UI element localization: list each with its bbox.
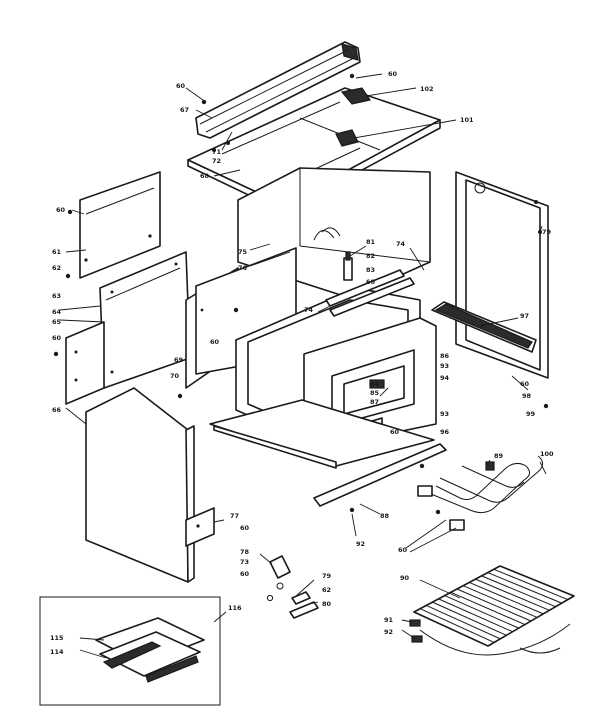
callout-78: 78 <box>240 548 250 556</box>
callout-61: 61 <box>52 248 62 256</box>
callout-71: 71 <box>212 148 222 156</box>
rack-wire <box>419 608 495 643</box>
bake-element-part <box>417 455 544 531</box>
callout-68: 68 <box>200 172 210 180</box>
callout-60-k: 60 <box>240 570 250 578</box>
callout-79-b: 79 <box>322 572 332 580</box>
rack-wire <box>493 568 569 601</box>
callout-60-i: 60 <box>240 524 250 532</box>
top-front-trim-part <box>195 41 361 139</box>
callout-102: 102 <box>420 85 434 93</box>
callout-60-e: 60 <box>210 338 220 346</box>
callout-76: 76 <box>238 264 248 272</box>
callout-67: 67 <box>180 106 189 114</box>
callout-80: 80 <box>322 600 332 608</box>
callout-79-a: 79 <box>542 228 552 236</box>
rack-wire <box>481 575 556 608</box>
callout-72: 72 <box>212 157 221 165</box>
callout-90: 90 <box>400 574 410 582</box>
callout-77: 77 <box>230 512 239 520</box>
rack-wire <box>450 591 526 626</box>
callout-60-c: 60 <box>56 206 66 214</box>
rack-clip-part <box>409 619 423 643</box>
callout-81: 81 <box>366 238 376 246</box>
callout-116: 116 <box>228 604 242 612</box>
rack-wire <box>487 572 562 604</box>
callout-62-b: 62 <box>322 586 331 594</box>
callout-94: 94 <box>440 374 450 382</box>
callout-64: 64 <box>52 308 62 316</box>
callout-60-f: 60 <box>366 278 376 286</box>
callout-91: 91 <box>384 616 394 624</box>
callout-74-b: 74 <box>304 306 314 314</box>
callout-83: 83 <box>366 266 375 274</box>
callout-65: 65 <box>52 318 62 326</box>
callout-60-d: 60 <box>52 334 62 342</box>
callout-99: 99 <box>526 410 536 418</box>
callout-74-a: 74 <box>396 240 406 248</box>
rack-wire <box>456 588 532 622</box>
callout-89: 89 <box>494 452 504 460</box>
callout-101: 101 <box>460 116 474 124</box>
callout-70: 70 <box>170 372 180 380</box>
callout-98: 98 <box>522 392 532 400</box>
callout-115: 115 <box>50 634 64 642</box>
rack-wire <box>462 585 538 618</box>
callout-96: 96 <box>440 428 450 436</box>
rack-wire <box>469 581 544 615</box>
rack-wire <box>438 598 513 633</box>
rack-wire <box>444 595 519 629</box>
lower-shield-part <box>313 443 447 507</box>
callout-92-b: 92 <box>384 628 393 636</box>
callout-100: 100 <box>540 450 554 458</box>
front-side-panel-part <box>85 387 195 583</box>
rack-wire <box>426 604 501 640</box>
inset-box <box>39 596 221 706</box>
callout-82: 82 <box>366 252 375 260</box>
callout-60-a: 60 <box>176 82 186 90</box>
screws <box>53 73 549 515</box>
callout-84: 84 <box>370 380 380 388</box>
callout-60-j: 60 <box>398 546 408 554</box>
left-front-bracket-part <box>65 321 105 405</box>
left-side-panel-part <box>79 171 161 279</box>
callout-60-g: 60 <box>390 428 400 436</box>
callout-85: 85 <box>370 389 380 397</box>
callout-60-h: 60 <box>520 380 530 388</box>
callout-labels: 60 67 71 72 68 60 102 101 60 61 62 63 64… <box>50 70 554 656</box>
callout-92-a: 92 <box>356 540 365 548</box>
callout-60-b: 60 <box>388 70 398 78</box>
rack-wire <box>432 601 507 636</box>
callout-86: 86 <box>440 352 450 360</box>
callout-97: 97 <box>520 312 529 320</box>
callout-88: 88 <box>380 512 390 520</box>
callout-66: 66 <box>52 406 62 414</box>
left-insulation-panel-part <box>99 251 191 389</box>
callout-93-b: 93 <box>440 410 449 418</box>
callout-62: 62 <box>52 264 61 272</box>
thermostat-bulb-part <box>325 251 415 317</box>
rack-wire <box>475 578 550 611</box>
hinge-parts <box>266 555 319 619</box>
callout-69: 69 <box>174 356 184 364</box>
callout-93-a: 93 <box>440 362 449 370</box>
leader-lines <box>59 73 547 659</box>
callout-75: 75 <box>238 248 248 256</box>
oven-rack-part <box>413 565 575 656</box>
callout-114: 114 <box>50 648 64 656</box>
callout-73: 73 <box>240 558 249 566</box>
oven-floor-pan-part <box>209 399 435 469</box>
callout-63: 63 <box>52 292 61 300</box>
bottom-bracket-part <box>185 507 215 547</box>
broil-bracket-part <box>431 301 537 353</box>
callout-87: 87 <box>370 398 379 406</box>
